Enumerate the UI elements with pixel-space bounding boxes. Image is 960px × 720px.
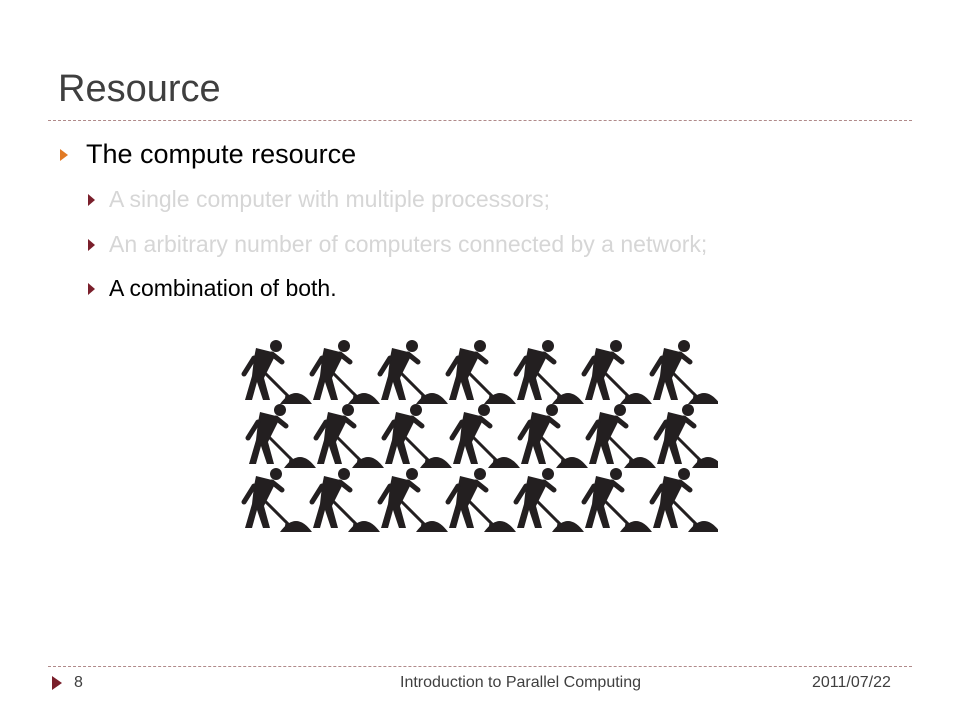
worker-digging-icon (652, 340, 718, 404)
worker-digging-icon (312, 340, 380, 404)
footer-divider (48, 666, 912, 667)
worker-digging-icon (380, 468, 448, 532)
slide-title: Resource (58, 68, 221, 110)
workers-illustration (240, 330, 718, 546)
bullet-compute-resource: The compute resource (60, 139, 356, 170)
page-number: 8 (74, 674, 83, 691)
sub-bullet-combination: A combination of both. (88, 275, 337, 302)
sub-bullet-networked-computers: An arbitrary number of computers connect… (88, 231, 707, 258)
bullet-arrow-icon (88, 193, 95, 206)
bullet-arrow-icon (60, 148, 68, 161)
worker-digging-icon (384, 404, 452, 468)
footer-date: 2011/07/22 (812, 674, 891, 691)
footer-title: Introduction to Parallel Computing (400, 674, 642, 691)
worker-digging-icon (588, 404, 656, 468)
worker-digging-icon (516, 340, 584, 404)
worker-digging-icon (516, 468, 584, 532)
bullet-text: An arbitrary number of computers connect… (109, 231, 708, 257)
worker-digging-icon (316, 404, 384, 468)
worker-digging-icon (380, 340, 448, 404)
worker-digging-icon (248, 404, 316, 468)
bullet-arrow-icon (88, 238, 95, 251)
worker-digging-icon (448, 340, 516, 404)
worker-digging-icon (452, 404, 520, 468)
worker-digging-icon (584, 468, 652, 532)
bullet-text: A single computer with multiple processo… (109, 186, 551, 212)
footer-arrow-icon (52, 676, 62, 690)
worker-digging-icon (312, 468, 380, 532)
worker-digging-icon (448, 468, 516, 532)
bullet-text: The compute resource (86, 139, 357, 169)
bullet-arrow-icon (88, 282, 95, 295)
bullet-text: A combination of both. (109, 275, 337, 301)
workers-grid (240, 330, 718, 546)
sub-bullet-single-computer: A single computer with multiple processo… (88, 186, 550, 213)
worker-digging-icon (584, 340, 652, 404)
worker-digging-icon (244, 340, 312, 404)
worker-digging-icon (244, 468, 312, 532)
worker-digging-icon (656, 404, 718, 468)
worker-digging-icon (520, 404, 588, 468)
title-divider (48, 120, 912, 121)
worker-digging-icon (652, 468, 718, 532)
